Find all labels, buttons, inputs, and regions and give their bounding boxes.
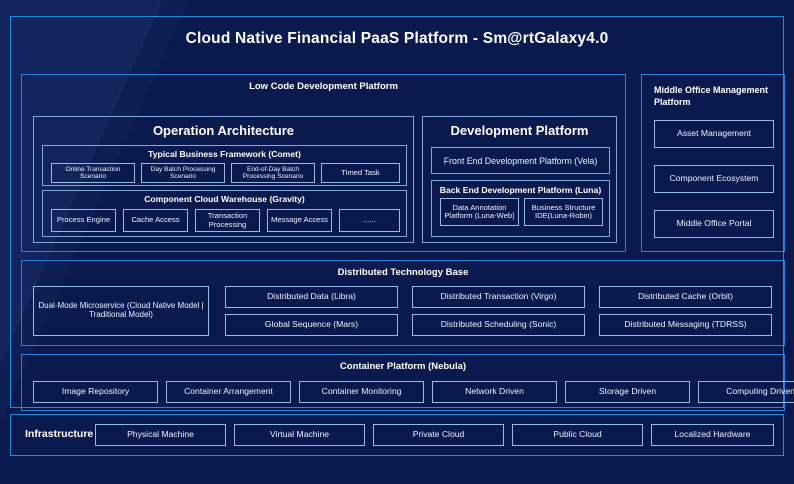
chip-message-access[interactable]: Message Access [267,209,332,232]
operation-architecture-panel: Operation Architecture Typical Business … [33,116,414,243]
front-end-development-platform-box[interactable]: Front End Development Platform (Vela) [431,147,610,174]
chip-transaction-processing[interactable]: Transaction Processing [195,209,260,232]
chip-cache-access[interactable]: Cache Access [123,209,188,232]
chip-more-ellipsis[interactable]: ...... [339,209,400,232]
chip-image-repository[interactable]: Image Repository [33,381,158,403]
chip-physical-machine[interactable]: Physical Machine [95,424,226,446]
main-diagram-frame: Cloud Native Financial PaaS Platform - S… [10,16,794,411]
chip-process-engine[interactable]: Process Engine [51,209,116,232]
development-platform-title: Development Platform [450,123,589,138]
infrastructure-label: Infrastructure [25,428,94,440]
chip-distributed-data[interactable]: Distributed Data (Libra) [225,286,398,308]
chip-timed-task[interactable]: Timed Task [321,163,400,183]
chip-network-driven[interactable]: Network Driven [432,381,557,403]
distributed-technology-base-panel: Distributed Technology Base Dual-Mode Mi… [21,260,785,346]
page-title: Cloud Native Financial PaaS Platform - S… [185,30,609,47]
chip-storage-driven[interactable]: Storage Driven [565,381,690,403]
container-platform-panel: Container Platform (Nebula) Image Reposi… [21,354,794,411]
middle-office-management-platform-panel: Middle Office Management Platform Asset … [641,74,785,252]
chip-data-annotation-platform[interactable]: Data Annotation Platform (Luna-Web) [440,198,519,226]
chip-component-ecosystem[interactable]: Component Ecosystem [654,165,774,193]
chip-distributed-scheduling[interactable]: Distributed Scheduling (Sonic) [412,314,585,336]
development-platform-panel: Development Platform Front End Developme… [422,116,617,243]
chip-asset-management[interactable]: Asset Management [654,120,774,148]
chip-virtual-machine[interactable]: Virtual Machine [234,424,365,446]
chip-distributed-cache[interactable]: Distributed Cache (Orbit) [599,286,772,308]
chip-distributed-messaging[interactable]: Distributed Messaging (TDRSS) [599,314,772,336]
chip-day-batch-processing-scenario[interactable]: Day Batch Processing Scenario [141,163,225,183]
component-cloud-warehouse-box: Component Cloud Warehouse (Gravity) Proc… [42,190,407,237]
chip-business-structure-ide[interactable]: Business Structure IDE(Luna-Robin) [524,198,603,226]
back-end-development-platform-title: Back End Development Platform (Luna) [439,185,602,195]
middle-office-platform-title: Middle Office Management Platform [654,85,769,108]
back-end-development-platform-box: Back End Development Platform (Luna) Dat… [431,180,610,237]
operation-architecture-title: Operation Architecture [152,123,295,138]
low-code-platform-title: Low Code Development Platform [249,81,398,92]
infrastructure-panel: Infrastructure Physical Machine Virtual … [10,414,784,456]
chip-container-arrangement[interactable]: Container Arrangement [166,381,291,403]
chip-end-of-day-batch-processing-scenario[interactable]: End-of-Day Batch Processing Scenario [231,163,315,183]
chip-public-cloud[interactable]: Public Cloud [512,424,643,446]
chip-container-monitoring[interactable]: Container Monitoring [299,381,424,403]
chip-dual-mode-microservice[interactable]: Dual-Mode Microservice (Cloud Native Mod… [33,286,209,336]
chip-private-cloud[interactable]: Private Cloud [373,424,504,446]
chip-localized-hardware[interactable]: Localized Hardware [651,424,774,446]
component-cloud-warehouse-title: Component Cloud Warehouse (Gravity) [144,194,305,204]
chip-middle-office-portal[interactable]: Middle Office Portal [654,210,774,238]
chip-computing-driven[interactable]: Computing Driven [698,381,794,403]
distributed-technology-base-title: Distributed Technology Base [337,267,469,278]
chip-global-sequence[interactable]: Global Sequence (Mars) [225,314,398,336]
typical-business-framework-title: Typical Business Framework (Comet) [148,149,301,159]
chip-distributed-transaction[interactable]: Distributed Transaction (Virgo) [412,286,585,308]
chip-online-transaction-scenario[interactable]: Online Transaction Scenario [51,163,135,183]
container-platform-title: Container Platform (Nebula) [339,361,467,372]
typical-business-framework-box: Typical Business Framework (Comet) Onlin… [42,145,407,186]
low-code-development-platform-panel: Low Code Development Platform Operation … [21,74,626,252]
